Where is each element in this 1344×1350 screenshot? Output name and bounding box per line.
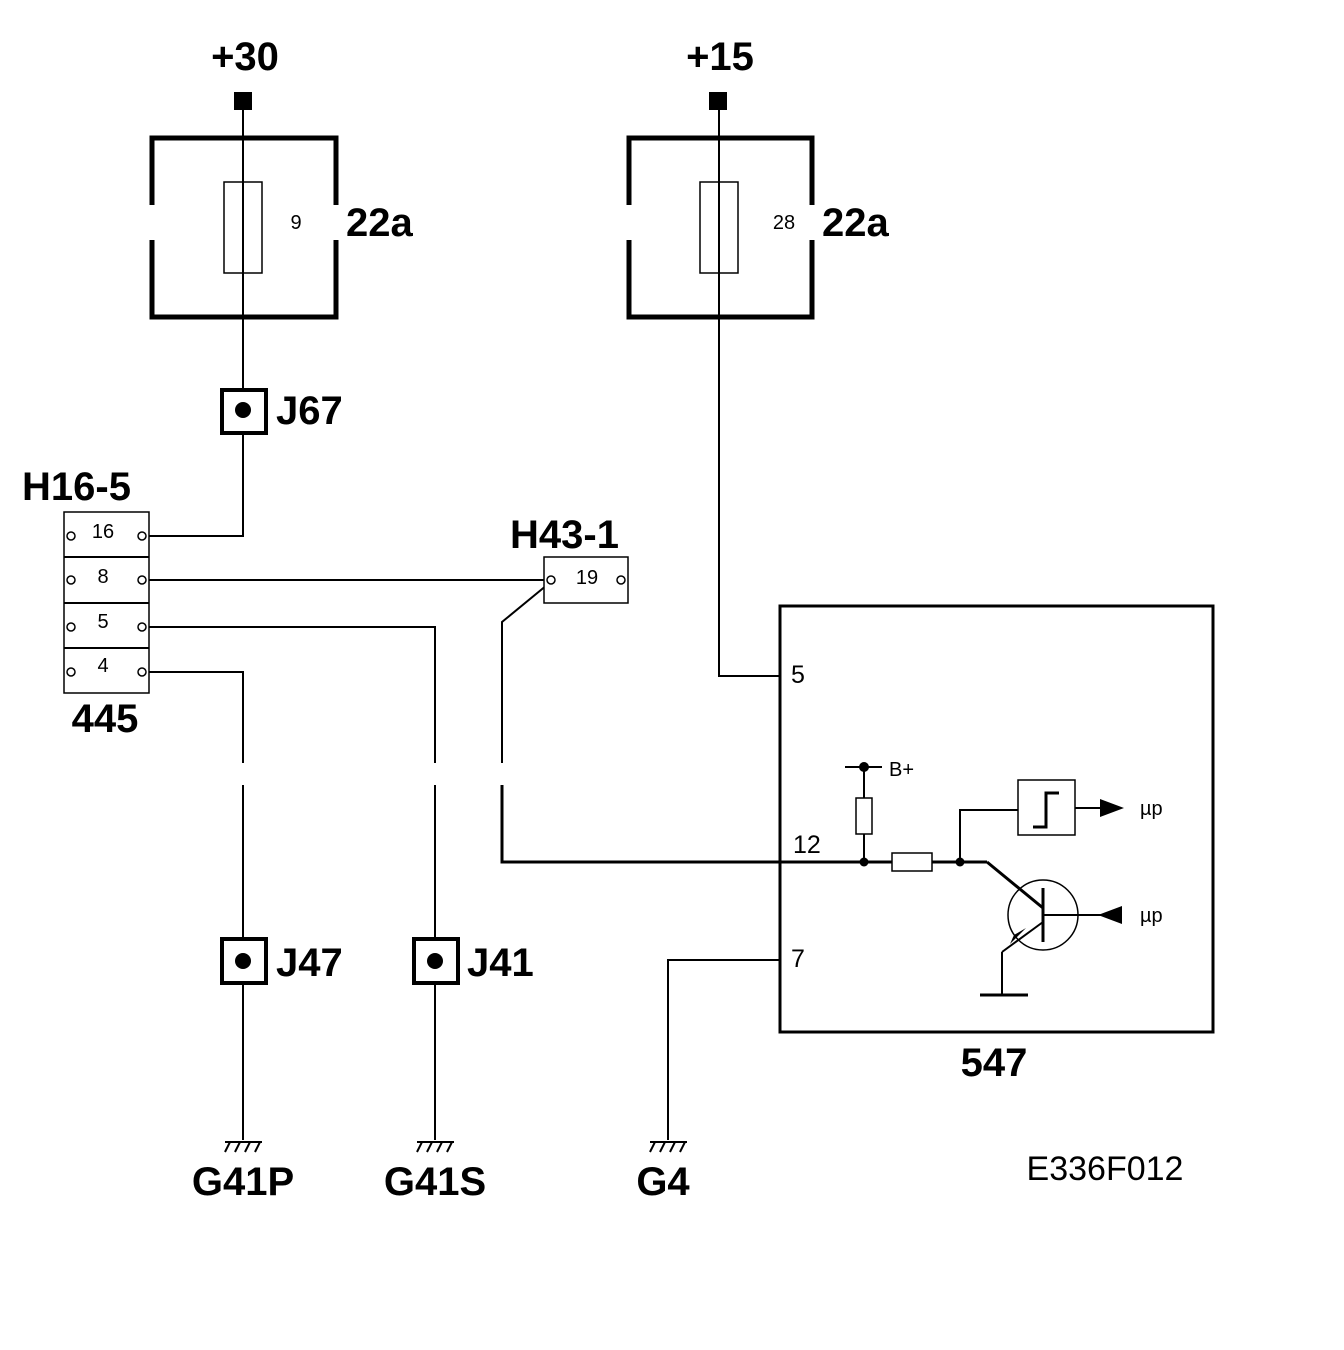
wire-h43-upper <box>501 584 548 763</box>
module-547: 5 12 7 547 B+ µp µp <box>778 604 1215 1085</box>
wire-pin7-to-g4 <box>667 959 780 1140</box>
connector-h16-pin: 4 <box>97 655 108 677</box>
ground-g4: G4 <box>636 1141 690 1204</box>
wires <box>148 110 865 1140</box>
connector-h16-pin: 8 <box>97 566 108 588</box>
junction-j47: J47 <box>220 937 343 985</box>
series-resistor <box>891 852 933 872</box>
connector-h43-label: H43-1 <box>510 513 619 557</box>
ground-label-g41s: G41S <box>384 1160 486 1204</box>
connector-h16: H16-5 16 8 5 4 445 <box>22 465 150 741</box>
connector-h16-label: H16-5 <box>22 465 131 509</box>
junction-label-j41: J41 <box>467 941 534 985</box>
supply-label-left: +30 <box>211 35 279 79</box>
module-pin-signal: 12 <box>793 831 821 859</box>
fuse-box-label-left: 22a <box>346 201 413 245</box>
connector-h16-component: 445 <box>72 697 139 741</box>
pullup-resistor <box>855 797 873 835</box>
connector-h16-pin: 16 <box>92 521 114 543</box>
connector-h43: H43-1 19 <box>510 513 629 604</box>
junction-j41: J41 <box>412 937 534 985</box>
ground-g41s: G41S <box>384 1141 486 1204</box>
junction-j67: J67 <box>220 388 343 435</box>
connector-h16-pin: 5 <box>97 611 108 633</box>
junction-label-j67: J67 <box>276 389 343 433</box>
module-pin-ground: 7 <box>791 945 805 973</box>
wire-15-to-pin5 <box>718 110 780 677</box>
fuse-box-left: 9 22a <box>149 135 413 320</box>
module-pin-supply: 5 <box>791 661 805 689</box>
supply-label-right: +15 <box>686 35 754 79</box>
connector-h43-pin: 19 <box>576 567 598 589</box>
module-bplus-label: B+ <box>889 759 914 781</box>
fuse-number-right: 28 <box>773 212 795 234</box>
fuse-box-label-right: 22a <box>822 201 889 245</box>
module-out-top: µp <box>1140 798 1163 820</box>
module-label: 547 <box>961 1041 1028 1085</box>
module-out-bottom: µp <box>1140 905 1163 927</box>
wire-pin4-upper <box>148 671 244 763</box>
junction-label-j47: J47 <box>276 941 343 985</box>
ground-label-g4: G4 <box>636 1160 690 1204</box>
fuse-box-right: 28 22a <box>626 135 889 320</box>
figure-reference: E336F012 <box>1027 1150 1184 1188</box>
ground-label-g41p: G41P <box>192 1160 294 1204</box>
supply-terminal-right <box>709 92 727 110</box>
fuse-number-left: 9 <box>290 212 301 234</box>
wire-h43-to-pin12 <box>500 785 865 864</box>
supply-terminal-left <box>234 92 252 110</box>
wire-j67-to-pin16 <box>148 432 244 537</box>
module-outline <box>778 604 1215 1034</box>
wire-pin5-upper <box>148 626 436 763</box>
ground-g41p: G41P <box>192 1141 294 1204</box>
